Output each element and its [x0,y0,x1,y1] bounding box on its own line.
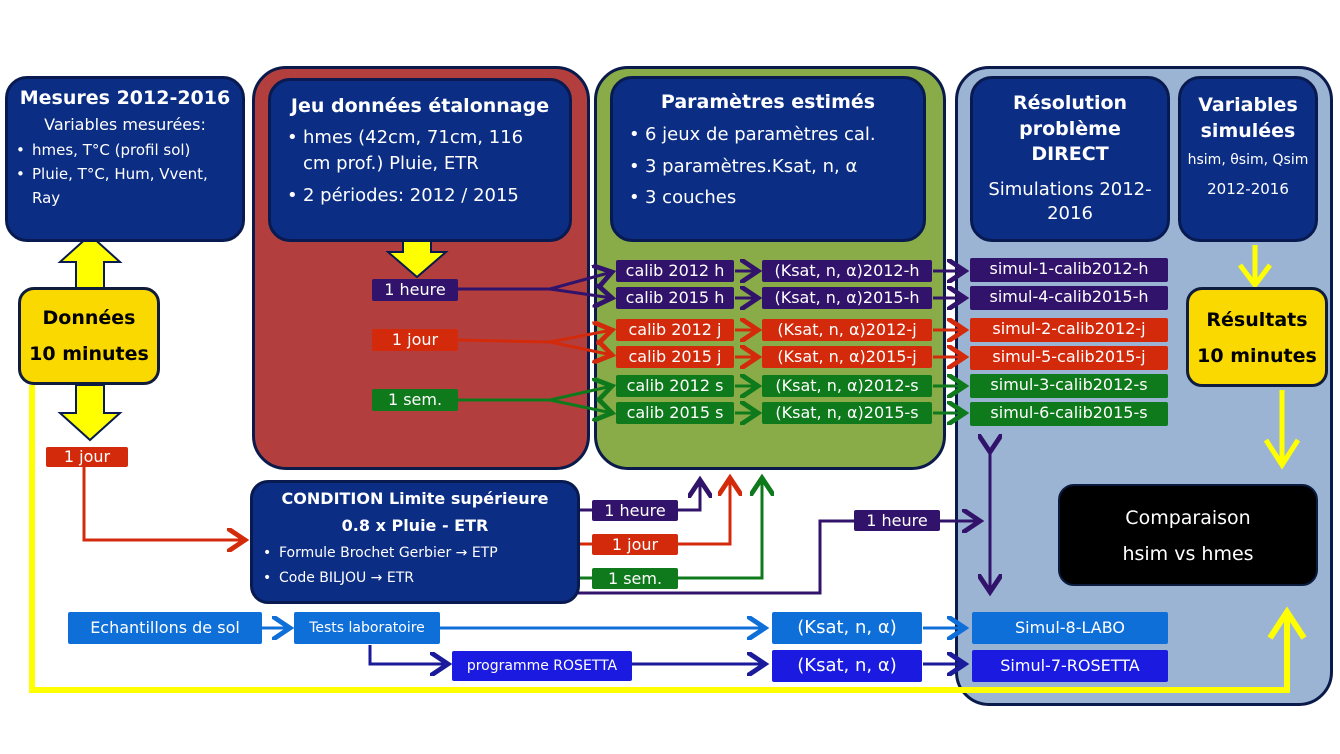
calib-label: calib 2015 s [616,402,734,424]
echantillons-box: Echantillons de sol [68,612,262,644]
param-set-label: (Ksat, n, α)2015-s [762,402,932,424]
variables-list: hsim, θsim, Qsim [1187,152,1309,169]
yellow-arrow-down [57,384,123,442]
donnees-interval: 10 minutes [29,343,149,365]
step-semaine: 1 sem. [372,389,458,411]
simul-label: simul-4-calib2015-h [970,286,1168,310]
condition-step-jour: 1 jour [592,534,678,555]
condition-step-heure: 1 heure [592,500,678,521]
calib-label: calib 2012 j [616,319,734,341]
mesures-bullet: hmes, T°C (profil sol) [14,138,236,162]
simul-label: simul-2-calib2012-j [970,318,1168,342]
resultats-label: Résultats [1206,309,1308,331]
param-labo-box: (Ksat, n, α) [772,612,922,644]
comparaison-box: Comparaison hsim vs hmes [1058,484,1318,586]
parametres-title: Paramètres estimés [660,91,876,113]
condition-box: CONDITION Limite supérieure 0.8 x Pluie … [250,480,580,604]
simul-label: simul-5-calib2015-j [970,346,1168,370]
param-rosetta-box: (Ksat, n, α) [772,650,922,682]
resultats-box: Résultats 10 minutes [1186,287,1328,387]
condition-bullet: Formule Brochet Gerbier → ETP [261,541,569,566]
param-set-label: (Ksat, n, α)2015-j [762,346,932,368]
simul-rosetta-box: Simul-7-ROSETTA [972,650,1168,682]
mesures-box: Mesures 2012-2016 Variables mesurées: hm… [5,76,245,242]
step-heure: 1 heure [372,279,458,301]
yellow-arrow-variables-resultats [1238,245,1272,290]
resolution-box: Résolution problème DIRECT Simulations 2… [970,76,1170,242]
simul-label: simul-1-calib2012-h [970,258,1168,282]
yellow-arrow-up [57,233,123,291]
comparaison-detail: hsim vs hmes [1122,543,1254,565]
parametres-bullet: 3 couches [627,182,909,214]
parametres-bullet: 3 paramètres.Ksat, n, α [627,151,909,183]
mesures-title: Mesures 2012-2016 [19,87,231,109]
calib-label: calib 2015 j [616,346,734,368]
parametres-bullet: 6 jeux de paramètres cal. [627,119,909,151]
simul-label: simul-6-calib2015-s [970,402,1168,426]
yellow-data-line [29,385,1290,693]
step-jour: 1 jour [372,329,458,351]
condition-bullet: Code BILJOU → ETR [261,566,569,591]
step-jour-left: 1 jour [46,447,128,467]
simul-labo-box: Simul-8-LABO [972,612,1168,644]
calib-label: calib 2015 h [616,287,734,309]
variables-box: Variables simulées hsim, θsim, Qsim 2012… [1178,76,1318,242]
variables-period: 2012-2016 [1207,180,1289,199]
rosetta-box: programme ROSETTA [452,651,632,681]
condition-title: CONDITION Limite supérieure [281,489,549,508]
etalonnage-title: Jeu données étalonnage [290,95,550,117]
parametres-box: Paramètres estimés 6 jeux de paramètres … [610,76,926,242]
param-set-label: (Ksat, n, α)2015-h [762,287,932,309]
resultats-interval: 10 minutes [1197,345,1317,367]
condition-step-semaine: 1 sem. [592,568,678,589]
param-set-label: (Ksat, n, α)2012-j [762,319,932,341]
resolution-subtitle: Simulations 2012-2016 [988,178,1152,225]
donnees-label: Données [42,307,136,329]
yellow-arrowhead [1267,606,1307,640]
condition-step-heure-right: 1 heure [854,510,940,531]
variables-title: Variables simulées [1198,94,1298,142]
resolution-title: Résolution problème DIRECT [1012,92,1128,166]
comparaison-title: Comparaison [1125,507,1251,529]
donnees-box: Données 10 minutes [18,287,160,385]
etalonnage-bullet: 2 périodes: 2012 / 2015 [285,183,555,209]
mesures-bullet: Pluie, T°C, Hum, Vvent, Ray [14,162,236,210]
param-set-label: (Ksat, n, α)2012-s [762,375,932,397]
etalonnage-box: Jeu données étalonnage hmes (42cm, 71cm,… [268,78,572,242]
calib-label: calib 2012 s [616,375,734,397]
simul-label: simul-3-calib2012-s [970,374,1168,398]
condition-formula: 0.8 x Pluie - ETR [341,516,489,535]
param-set-label: (Ksat, n, α)2012-h [762,260,932,282]
mesures-subtitle: Variables mesurées: [44,115,206,134]
tests-box: Tests laboratoire [294,612,440,644]
etalonnage-bullet: hmes (42cm, 71cm, 116 cm prof.) Pluie, E… [285,125,555,177]
calib-label: calib 2012 h [616,260,734,282]
yellow-arrow-resultats-comparaison [1263,390,1301,470]
